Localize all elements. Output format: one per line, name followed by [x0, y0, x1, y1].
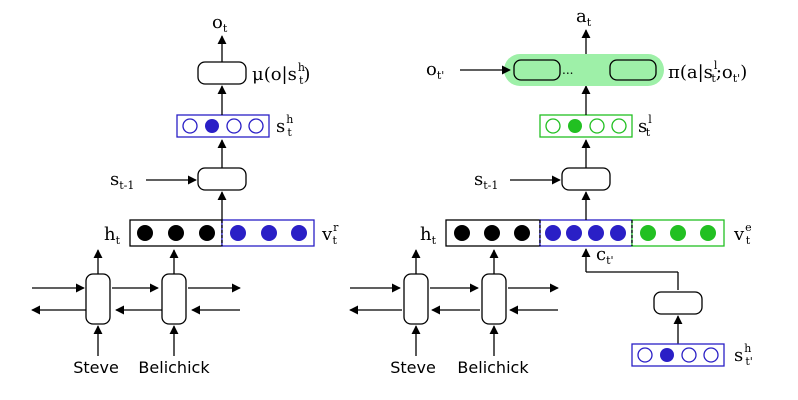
left-rnn-cell-1: [85, 273, 111, 325]
right-option-state-unit-3: [681, 347, 697, 363]
right-rnn-cell-1: [403, 273, 429, 325]
left-entity-unit-3: [291, 225, 307, 241]
right-context-label: ct': [596, 244, 614, 267]
right-policy-highlight: [504, 54, 664, 86]
left-state-unit-4: [248, 118, 264, 134]
left-state-unit-1: [182, 118, 198, 134]
right-entity-unit-2: [670, 225, 686, 241]
right-hidden-unit-2: [484, 225, 500, 241]
right-option-state-unit-1: [637, 347, 653, 363]
left-state-cell: [197, 167, 247, 191]
left-state-unit-3: [226, 118, 242, 134]
right-input-word-1: Steve: [390, 358, 436, 377]
right-context-unit-4: [610, 225, 626, 241]
left-hidden-label: ht: [104, 224, 121, 247]
right-prev-state-label: st-1: [474, 169, 498, 192]
left-hidden-unit-3: [199, 225, 215, 241]
right-state-unit-1: [545, 118, 561, 134]
right-entity-unit-1: [640, 225, 656, 241]
left-state-unit-2: [205, 119, 219, 133]
right-policy-cell-1: [513, 59, 561, 81]
right-hidden-unit-3: [514, 225, 530, 241]
right-option-label: ot': [426, 59, 444, 82]
right-option-state-unit-4: [703, 347, 719, 363]
left-rnn-cell-2: [161, 273, 187, 325]
right-entity-unit-3: [700, 225, 716, 241]
left-policy-cell: [197, 61, 247, 85]
right-state-unit-2: [568, 119, 582, 133]
left-hidden-unit-2: [168, 225, 184, 241]
right-state-unit-3: [589, 118, 605, 134]
right-action-label: at: [576, 6, 592, 29]
right-option-state-vector: [631, 343, 725, 367]
left-prev-state-label: st-1: [110, 169, 134, 192]
left-hidden-unit-1: [137, 225, 153, 241]
right-context-unit-2: [566, 225, 582, 241]
left-input-word-1: Steve: [73, 358, 119, 377]
right-input-word-2: Belichick: [457, 358, 529, 377]
left-input-word-2: Belichick: [138, 358, 210, 377]
right-context-unit-3: [588, 225, 604, 241]
right-hidden-unit-1: [454, 225, 470, 241]
right-context-unit-1: [545, 225, 561, 241]
left-state-vector: [176, 114, 270, 138]
right-option-state-unit-2: [660, 348, 674, 362]
right-state-unit-4: [611, 118, 627, 134]
right-state-cell: [561, 167, 611, 191]
left-entity-unit-1: [230, 225, 246, 241]
right-policy-ellipsis: ...: [562, 63, 573, 77]
left-entity-unit-2: [261, 225, 277, 241]
right-hidden-label: ht: [420, 224, 437, 247]
left-output-label: ot: [212, 12, 228, 35]
right-policy-cell-2: [609, 59, 657, 81]
right-option-encoder-cell: [653, 291, 703, 315]
right-rnn-cell-2: [481, 273, 507, 325]
